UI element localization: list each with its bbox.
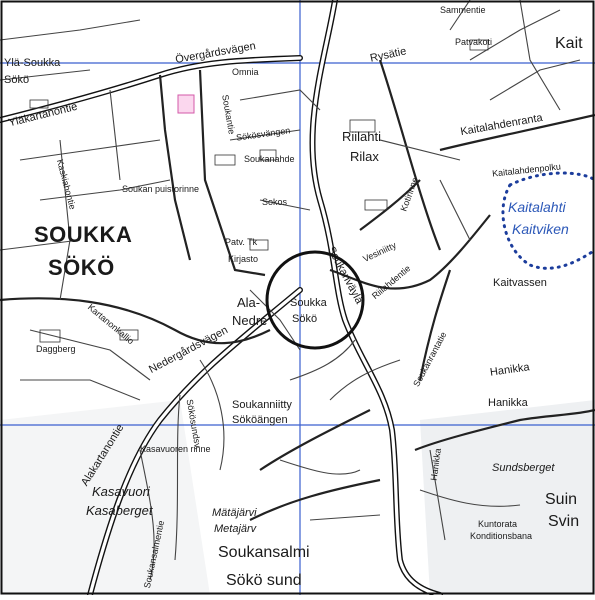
label-soukanahde: Soukanahde [244, 154, 295, 164]
school-marker [177, 94, 195, 114]
label-suin: Suin [545, 491, 578, 508]
label-riilahti: Riilahti [342, 129, 382, 144]
district-label-sv: SÖKÖ [48, 255, 115, 280]
district-label-fi: SOUKKA [34, 222, 133, 247]
label-patvakoti: Patvakoti [455, 37, 493, 47]
label-sokos: Sokos [262, 197, 288, 207]
label-matajarvi: Mätäjärvi [212, 507, 257, 519]
center-circle [265, 250, 365, 350]
label-metajarv: Metajärv [214, 523, 257, 535]
label-omnia: Omnia [232, 67, 259, 77]
label-soko-nw: Sökö [4, 74, 30, 86]
label-sundsberget: Sundsberget [492, 462, 555, 474]
label-sammentie: Sammentie [440, 5, 486, 15]
label-soukanpuistorinne: Soukan puistorinne [122, 184, 200, 194]
label-soukanniitty: Soukanniitty [232, 399, 292, 411]
label-daggberg: Daggberg [36, 344, 76, 354]
label-kaitvassen: Kaitvassen [493, 277, 547, 289]
bay-outline [501, 171, 595, 270]
label-sokoangen: Sököängen [232, 414, 288, 426]
minor-streets [0, 0, 581, 581]
label-kaitviken: Kaitviken [512, 221, 569, 237]
label-rilax: Rilax [350, 149, 379, 164]
label-hanikka: Hanikka [488, 397, 528, 409]
label-sokosund: Sökö sund [226, 572, 302, 589]
label-kasavuorenrinne: Kasavuoren rinne [140, 444, 211, 454]
forest-area-west [0, 400, 210, 595]
label-kaitalahti: Kaitalahti [508, 199, 566, 215]
label-kuntorata: Kuntorata [478, 519, 518, 529]
label-svin: Svin [548, 513, 580, 530]
label-kaitaa: Kait [555, 35, 583, 52]
buildings [29, 39, 489, 343]
label-kirjasto: Kirjasto [228, 254, 259, 264]
label-ylasoukka: Ylä-Soukka [4, 57, 61, 69]
label-kasaberget: Kasaberget [86, 503, 153, 518]
label-soukka-center: Soukka [290, 297, 327, 309]
forest-area [420, 400, 595, 595]
label-alanedre-fi: Ala- [237, 295, 261, 310]
label-patvtk: Patv. Tk [225, 237, 258, 247]
secondary-roads [0, 59, 595, 521]
label-alanedre-sv: Nedre [232, 313, 268, 328]
label-konditionsbana: Konditionsbana [470, 531, 533, 541]
label-kasavuori: Kasavuori [92, 484, 150, 499]
label-soukansalmi: Soukansalmi [218, 544, 310, 561]
label-soko-center: Sökö [292, 313, 318, 325]
